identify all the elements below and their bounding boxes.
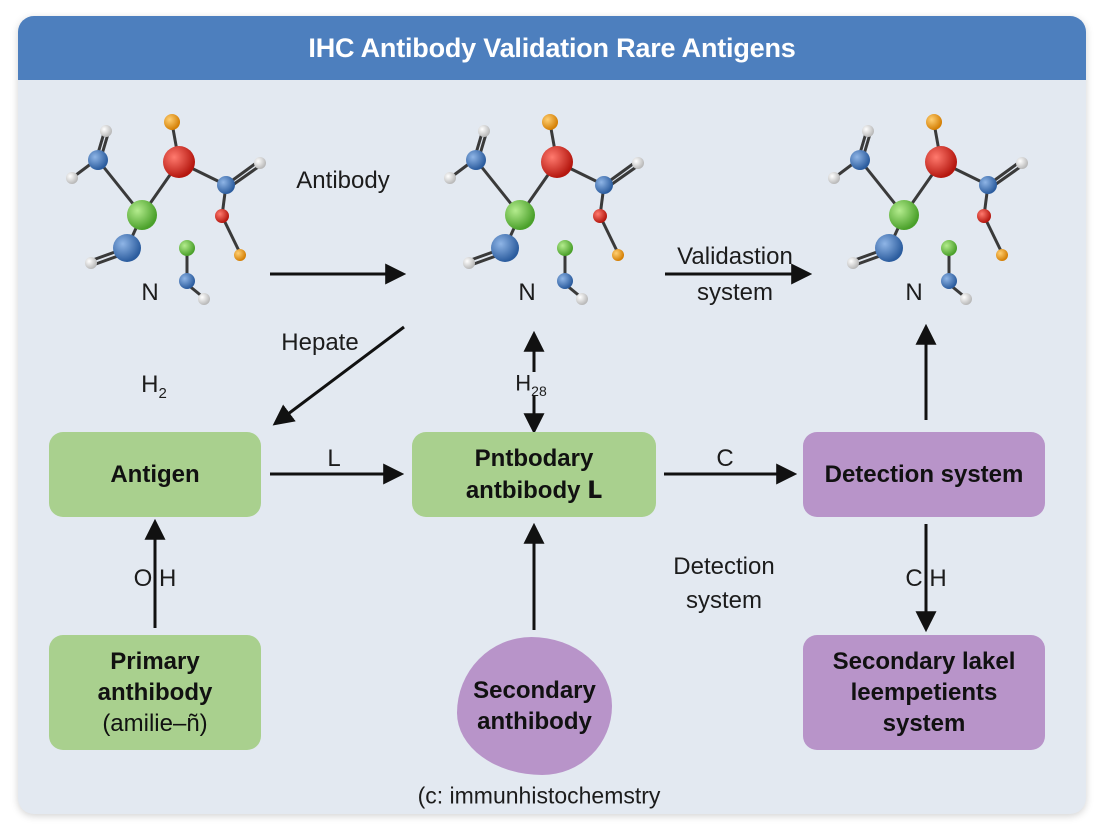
primary-line3: (amilie–ñ)	[102, 710, 208, 738]
secondary-antibody-blob: Secondary anthibody	[457, 637, 612, 775]
seclakel-line3: system	[882, 710, 966, 738]
footer-caption: (c: immunhistochemstry	[417, 782, 661, 809]
title-bar: IHC Antibody Validation Rare Antigens	[18, 16, 1086, 80]
molecule-2-n-label: N	[518, 279, 536, 306]
diagram-title: IHC Antibody Validation Rare Antigens	[308, 32, 796, 63]
primary-line1: Primary	[110, 647, 200, 675]
l-arrow-label: L	[327, 445, 341, 472]
arrow-hepate	[272, 325, 405, 426]
c-arrow-label: C	[716, 445, 734, 472]
molecule-1-n-label: N	[141, 279, 159, 306]
molecule-3-n-label: N	[905, 279, 923, 306]
secondary-line1: Secondary	[473, 676, 596, 704]
h2-left-label: H2	[141, 371, 167, 403]
pntbodary-line1: Pntbodary	[474, 445, 594, 473]
hepate-label: Hepate	[281, 329, 359, 356]
pntbodary-antibody-box: Pntbodary antbibody ᒪ	[412, 432, 656, 517]
molecule-1	[64, 112, 268, 307]
primary-antibody-box: Primary anthibody (amilie–ñ)	[49, 635, 261, 750]
detection-label-line1: Detection	[673, 553, 775, 580]
molecule-2	[442, 112, 646, 307]
antigen-box: Antigen	[49, 432, 261, 517]
antibody-label: Antibody	[296, 167, 390, 194]
ch-label: C H	[905, 565, 947, 592]
detection-system-label: Detection system	[824, 460, 1024, 488]
seclakel-line1: Secondary lakel	[832, 647, 1016, 675]
primary-line2: anthibody	[97, 678, 213, 706]
molecule-3	[826, 112, 1030, 307]
h2-left-subscript: 2	[158, 385, 167, 403]
antigen-label: Antigen	[110, 460, 200, 488]
oh-label: O H	[133, 565, 177, 592]
detection-system-box: Detection system	[803, 432, 1045, 517]
h28-label: H28	[515, 370, 547, 399]
validation-label-line2: system	[696, 279, 774, 306]
secondary-label-system-box: Secondary lakel leempetients system	[803, 635, 1045, 750]
secondary-line2: anthibody	[477, 708, 592, 735]
validation-label-line1: Validastion	[677, 243, 793, 270]
seclakel-line2: leempetients	[850, 678, 998, 706]
pntbodary-line2: antbibody ᒪ	[465, 476, 603, 504]
detection-label-line2: system	[685, 587, 763, 614]
h28-subscript: 28	[531, 382, 547, 399]
